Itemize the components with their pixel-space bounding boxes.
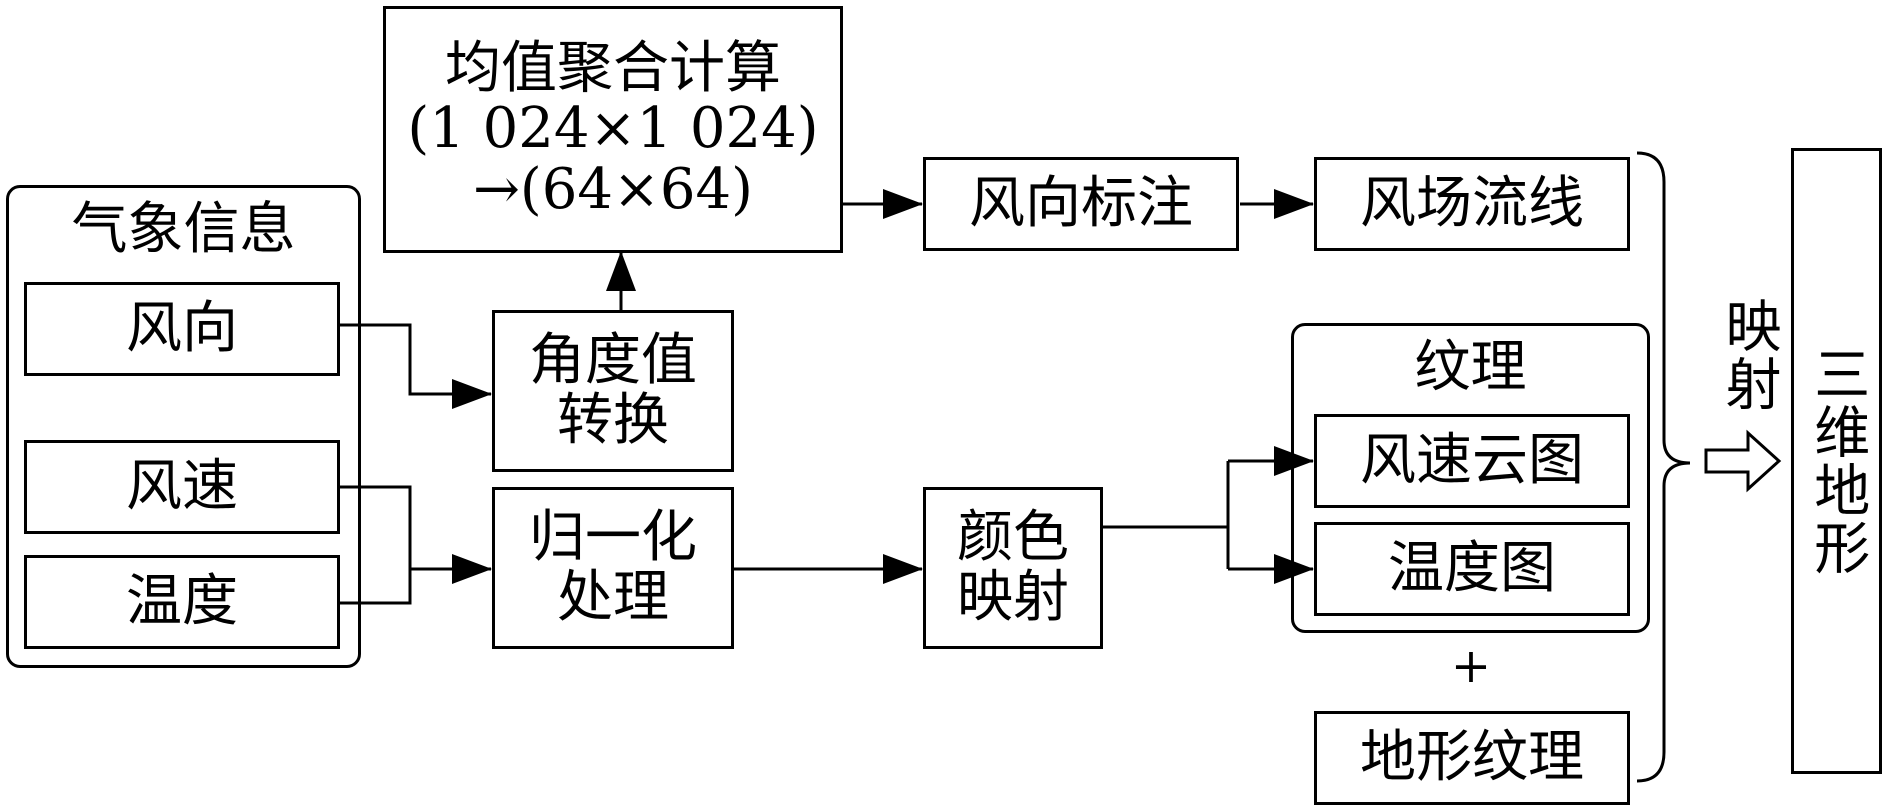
mean-aggregation-line3: →(64×64) — [472, 156, 754, 222]
angle-conversion-node: 角度值 转换 — [492, 310, 734, 472]
wind-label-text: 风向标注 — [969, 170, 1193, 236]
arrow-wind-direction-to-angle — [340, 323, 492, 409]
terrain-3d-node: 三维地形 — [1791, 148, 1882, 774]
mean-aggregation-node: 均值聚合计算 (1 024×1 024) →(64×64) — [383, 6, 843, 253]
texture-group — [1291, 323, 1650, 633]
terrain-texture-text: 地形纹理 — [1360, 724, 1584, 790]
wind-label-node: 风向标注 — [923, 157, 1239, 251]
angle-conversion-line2: 转换 — [557, 388, 669, 453]
wind-speed-label: 风速 — [126, 453, 238, 519]
wind-direction-node: 风向 — [24, 282, 340, 376]
temperature-node: 温度 — [24, 555, 340, 649]
wind-direction-label: 风向 — [126, 295, 238, 361]
texture-title: 纹理 — [1414, 335, 1527, 400]
meteo-info-title: 气象信息 — [71, 197, 296, 262]
plus-sign: + — [1450, 638, 1492, 694]
normalization-line1: 归一化 — [529, 504, 697, 570]
normalization-node: 归一化 处理 — [492, 487, 734, 649]
mean-aggregation-line1: 均值聚合计算 — [445, 35, 781, 101]
temperature-map-text: 温度图 — [1388, 535, 1556, 601]
line-wind-speed-merge — [340, 485, 412, 605]
mapping-hollow-arrow — [1704, 429, 1782, 493]
wind-streamline-node: 风场流线 — [1314, 157, 1630, 251]
wind-speed-node: 风速 — [24, 440, 340, 534]
wind-speed-map-text: 风速云图 — [1360, 427, 1584, 493]
normalization-line2: 处理 — [557, 565, 669, 630]
wind-streamline-text: 风场流线 — [1360, 170, 1584, 236]
terrain-texture-node: 地形纹理 — [1314, 711, 1630, 805]
temperature-map-node: 温度图 — [1314, 522, 1630, 616]
right-brace — [1636, 151, 1691, 783]
mapping-label: 映射 — [1716, 297, 1781, 413]
color-mapping-line1: 颜色 — [957, 504, 1069, 570]
temperature-label: 温度 — [126, 568, 238, 634]
color-mapping-line2: 映射 — [957, 565, 1069, 630]
angle-conversion-line1: 角度值 — [529, 327, 697, 393]
meteo-info-group — [6, 185, 361, 668]
terrain-3d-text: 三维地形 — [1804, 345, 1870, 577]
wind-speed-map-node: 风速云图 — [1314, 414, 1630, 508]
mean-aggregation-line2: (1 024×1 024) — [407, 96, 819, 162]
color-mapping-node: 颜色 映射 — [923, 487, 1103, 649]
